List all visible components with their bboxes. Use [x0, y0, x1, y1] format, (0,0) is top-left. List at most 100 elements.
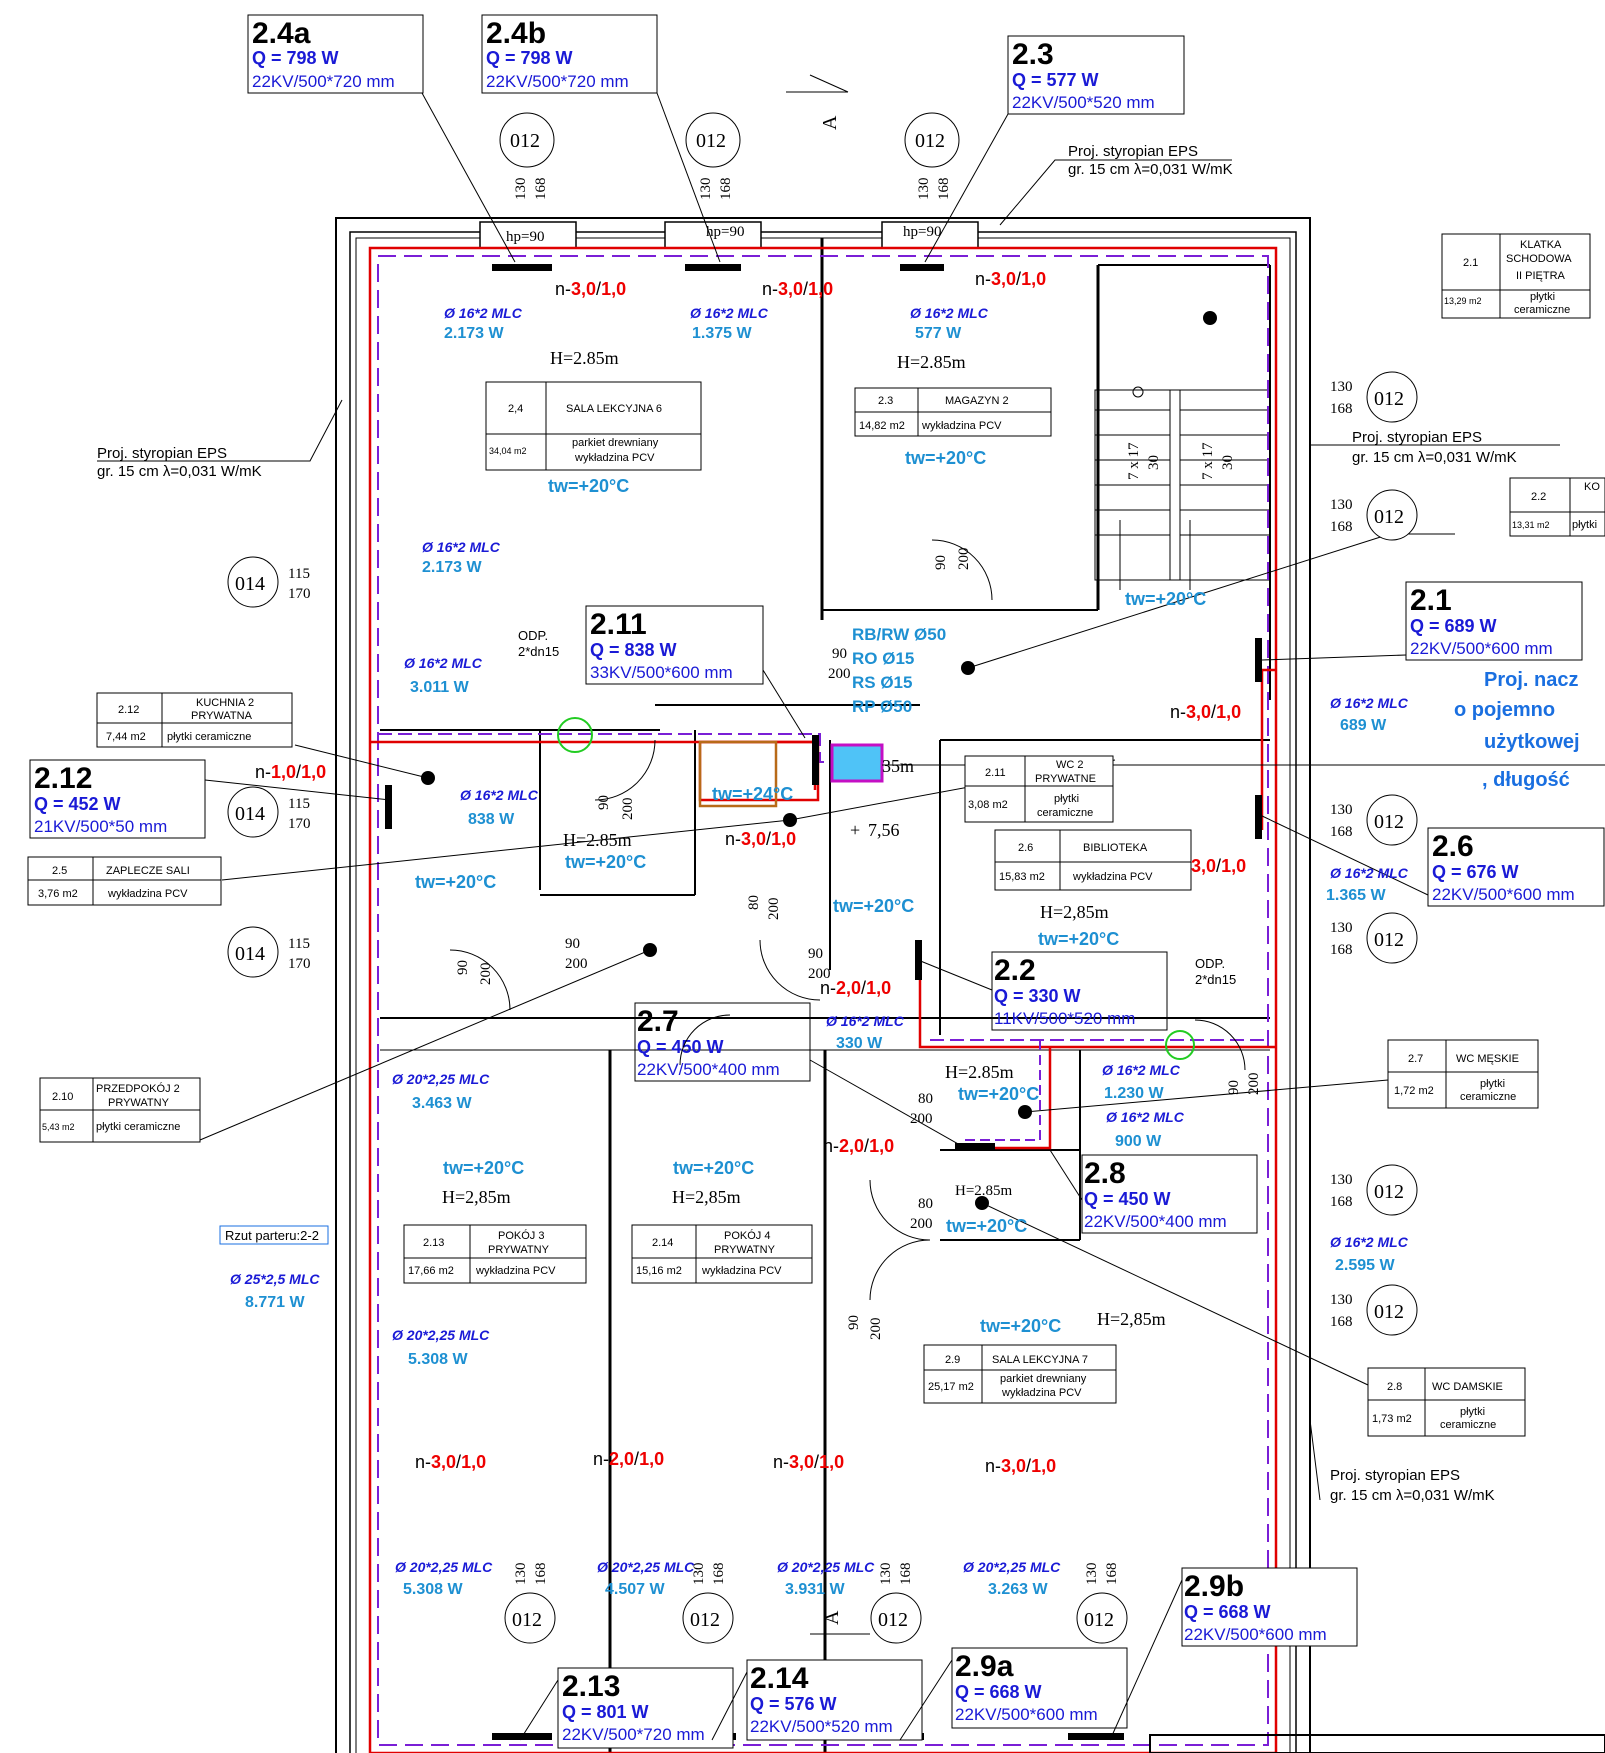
pipe-label-p19: Ø 20*2,25 MLC 3.263 W — [963, 1559, 1061, 1598]
pipe-power: 5.308 W — [403, 1581, 463, 1598]
collector-marker-2 — [1165, 1030, 1195, 1060]
risers: RB/RW Ø50 RO Ø15 RS Ø15 RP Ø50 — [852, 625, 946, 716]
svg-text:90: 90 — [846, 1315, 862, 1330]
radiator-power: Q = 798 W — [252, 48, 339, 68]
window-tag-bottom-3: 012 130 168 — [870, 1563, 922, 1644]
radiator-id: 2.6 — [1432, 830, 1474, 863]
pipe-power: 1.375 W — [692, 325, 752, 342]
radiator-id: 2.14 — [750, 1662, 809, 1695]
svg-text:130: 130 — [1330, 1292, 1353, 1308]
svg-text:170: 170 — [288, 586, 311, 602]
n-value-13: n-3,0/1,0 — [985, 1456, 1056, 1476]
room-height: H=2,85m — [672, 1187, 741, 1207]
pipe-power: 900 W — [1115, 1133, 1162, 1150]
pipe-type: Ø 20*2,25 MLC — [392, 1071, 490, 1087]
radiator-header-2.11: 2.11 Q = 838 W 33KV/500*600 mm — [585, 605, 764, 685]
svg-text:PRYWATNE: PRYWATNE — [1035, 773, 1096, 785]
svg-text:130: 130 — [1330, 920, 1353, 936]
pipe-power: 1.230 W — [1104, 1085, 1164, 1102]
svg-text:13,31 m2: 13,31 m2 — [1512, 520, 1550, 530]
radiator-type: 22KV/500*400 mm — [637, 1060, 780, 1079]
room-table-2.12: 2.12 KUCHNIA 2 PRYWATNA 7,44 m2 płytki c… — [96, 692, 293, 748]
room-table-2.6: 2.6 BIBLIOTEKA 15,83 m2 wykładzina PCV — [994, 829, 1192, 891]
svg-text:II PIĘTRA: II PIĘTRA — [1516, 270, 1566, 282]
window-tag-left-2: 014 115 170 — [227, 786, 311, 838]
room-height: H=2,85m — [1040, 902, 1109, 922]
pipe-power: 1.365 W — [1326, 887, 1386, 904]
radiator-id: 2.12 — [34, 762, 92, 795]
svg-text:ceramiczne: ceramiczne — [1440, 1419, 1496, 1431]
radiator-id: 2.9a — [955, 1650, 1014, 1683]
radiator-header-2.2: 2.2 Q = 330 W 11KV/500*520 mm — [991, 951, 1168, 1031]
radiator-type: 22KV/500*520 mm — [750, 1717, 893, 1736]
svg-text:90: 90 — [596, 795, 612, 810]
window-tag-right-4: 012 130 168 — [1330, 912, 1418, 964]
svg-text:n-3,0/1,0: n-3,0/1,0 — [725, 829, 796, 849]
title-block-edge — [1149, 1734, 1605, 1753]
svg-text:012: 012 — [1374, 929, 1404, 951]
svg-text:115: 115 — [288, 566, 310, 582]
n-value-8: n-2,0/1,0 — [820, 978, 891, 998]
svg-text:n-3,0/1,0: n-3,0/1,0 — [985, 1456, 1056, 1476]
svg-text:168: 168 — [936, 178, 952, 201]
radiator-header-2.8: 2.8 Q = 450 W 22KV/500*400 mm — [1081, 1154, 1258, 1234]
radiator-header-2.9a: 2.9a Q = 668 W 22KV/500*600 mm — [951, 1647, 1128, 1729]
svg-text:168: 168 — [1330, 401, 1353, 417]
svg-text:Proj. nacz: Proj. nacz — [1484, 669, 1578, 691]
pipe-label-p14: Ø 25*2,5 MLC 8.771 W — [230, 1271, 320, 1311]
window-tag-right-1: 012 130 168 — [1330, 371, 1418, 423]
radiator-header-2.9b: 2.9b Q = 668 W 22KV/500*600 mm — [1181, 1567, 1358, 1647]
pipe-label-p5: Ø 16*2 MLC 3.011 W — [404, 655, 483, 696]
svg-text:płytki: płytki — [1054, 793, 1079, 805]
radiator-header-2.4a: 2.4a Q = 798 W 22KV/500*720 mm — [247, 14, 424, 94]
svg-text:130: 130 — [1330, 497, 1353, 513]
radiator-type: 22KV/500*720 mm — [562, 1725, 705, 1744]
room-temp: tw=+20°C — [958, 1084, 1039, 1104]
svg-text:2.1: 2.1 — [1463, 257, 1478, 269]
svg-text:130: 130 — [1084, 1563, 1100, 1586]
svg-text:płytki: płytki — [1530, 291, 1555, 303]
svg-text:90: 90 — [808, 946, 823, 962]
pipe-type: Ø 16*2 MLC — [422, 539, 501, 555]
room-table-2.2: 2.2 KO 13,31 m2 płytki — [1509, 477, 1605, 537]
svg-text:płytki: płytki — [1480, 1078, 1505, 1090]
svg-text:130: 130 — [1330, 1172, 1353, 1188]
svg-text:34,04 m2: 34,04 m2 — [489, 446, 527, 456]
svg-text:13,29 m2: 13,29 m2 — [1444, 296, 1482, 306]
svg-text:Proj. styropian EPS: Proj. styropian EPS — [1068, 143, 1198, 160]
pipe-label-p11: Ø 16*2 MLC 900 W — [1106, 1109, 1185, 1150]
pipe-power: 577 W — [915, 325, 962, 342]
pipe-label-p2: Ø 16*2 MLC 1.375 W — [690, 305, 769, 342]
svg-text:15,83 m2: 15,83 m2 — [999, 871, 1045, 883]
svg-text:PRYWATNA: PRYWATNA — [191, 710, 253, 722]
svg-text:3,76 m2: 3,76 m2 — [38, 888, 78, 900]
svg-text:gr. 15 cm λ=0,031 W/mK: gr. 15 cm λ=0,031 W/mK — [1068, 161, 1233, 178]
radiator-header-2.4b: 2.4b Q = 798 W 22KV/500*720 mm — [481, 14, 658, 94]
svg-text:POKÓJ 3: POKÓJ 3 — [498, 1229, 544, 1242]
svg-text:1,73 m2: 1,73 m2 — [1372, 1413, 1412, 1425]
radiator-header-2.6: 2.6 Q = 676 W 22KV/500*600 mm — [1427, 827, 1605, 907]
room-temp: tw=+20°C — [548, 476, 629, 496]
svg-text:płytki: płytki — [1460, 1406, 1485, 1418]
pipe-type: Ø 16*2 MLC — [404, 655, 483, 671]
svg-text:130: 130 — [916, 178, 932, 201]
svg-text:Proj. styropian EPS: Proj. styropian EPS — [1330, 1467, 1460, 1484]
svg-text:2.14: 2.14 — [652, 1237, 673, 1249]
svg-text:115: 115 — [288, 796, 310, 812]
pipe-label-p17: Ø 20*2,25 MLC 4.507 W — [597, 1559, 695, 1598]
insulation-note-right: Proj. styropian EPS gr. 15 cm λ=0,031 W/… — [1310, 429, 1560, 466]
svg-text:wykładzina PCV: wykładzina PCV — [475, 1265, 556, 1277]
pipe-power: 5.308 W — [408, 1351, 468, 1368]
svg-text:PRYWATNY: PRYWATNY — [108, 1097, 170, 1109]
pipe-label-p12: Ø 16*2 MLC 2.595 W — [1330, 1234, 1409, 1274]
svg-text:90: 90 — [565, 936, 580, 952]
svg-text:SCHODOWA: SCHODOWA — [1506, 253, 1572, 265]
insulation-note-left: Proj. styropian EPS gr. 15 cm λ=0,031 W/… — [97, 399, 343, 480]
svg-text:n-2,0/1,0: n-2,0/1,0 — [820, 978, 891, 998]
radiator-power: Q = 330 W — [994, 986, 1081, 1006]
hp90-top-1: hp=90 — [506, 229, 544, 245]
svg-text:168: 168 — [711, 1563, 727, 1586]
pipe-power: 838 W — [468, 811, 515, 828]
svg-text:014: 014 — [235, 573, 265, 595]
pipe-type: Ø 20*2,25 MLC — [963, 1559, 1061, 1575]
